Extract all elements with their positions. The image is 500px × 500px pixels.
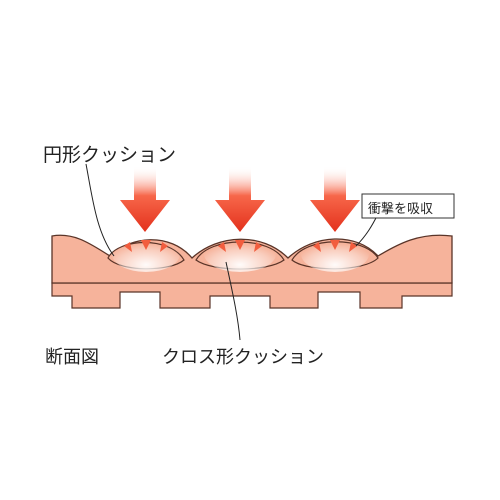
down-arrow-icon bbox=[215, 166, 265, 232]
down-arrow-icon bbox=[120, 166, 170, 232]
down-arrow-icon bbox=[310, 166, 360, 232]
leader-circle-cushion bbox=[85, 163, 115, 257]
leader-absorb-impact bbox=[355, 213, 379, 247]
burst-arrows-1 bbox=[124, 240, 168, 252]
cross-section-label: 断面図 bbox=[45, 347, 99, 368]
circle-cushion-label: 円形クッション bbox=[43, 144, 177, 166]
leader-cross-cushion bbox=[225, 261, 241, 341]
mat-base bbox=[51, 282, 453, 309]
burst-arrows-2 bbox=[218, 240, 262, 252]
cross-cushion-label: クロス形クッション bbox=[162, 347, 324, 368]
burst-arrows-3 bbox=[313, 240, 357, 252]
absorb-label-box bbox=[361, 193, 455, 219]
absorb-impact-label: 衝撃を吸収 bbox=[368, 202, 434, 217]
